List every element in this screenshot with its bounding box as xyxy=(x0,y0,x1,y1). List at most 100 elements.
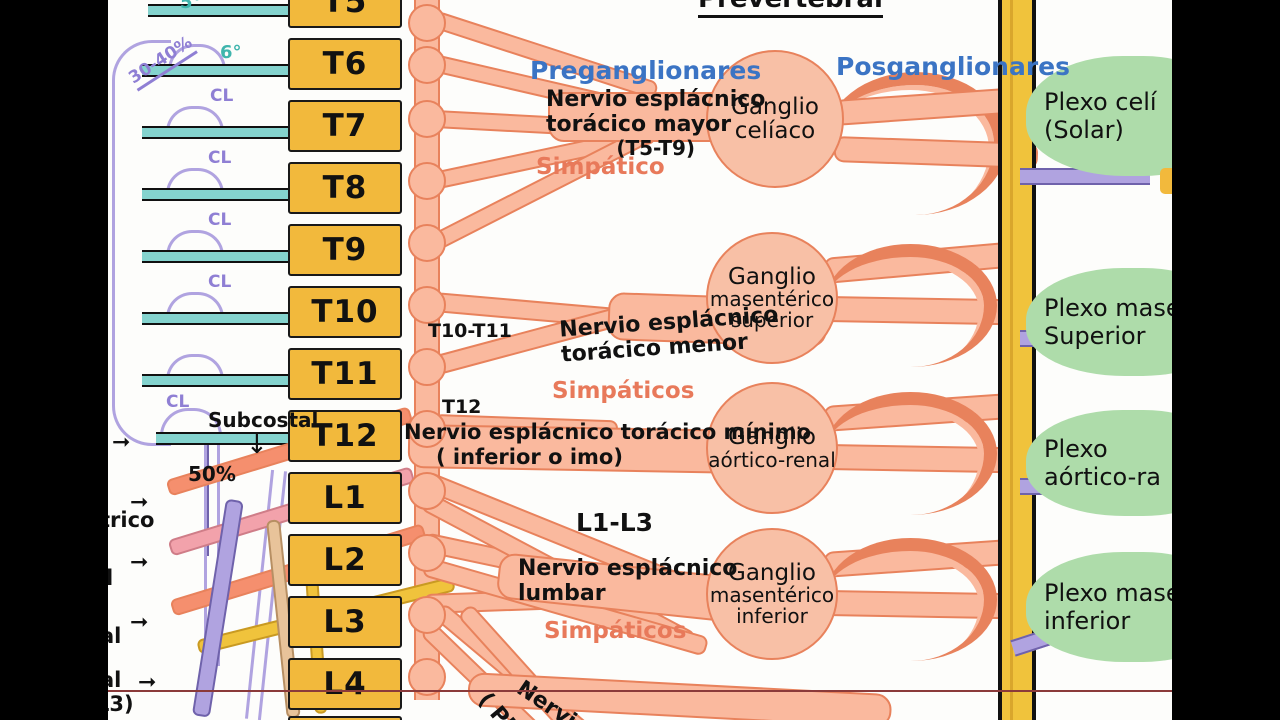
nerve-lumbar-name: Nervio esplácnico xyxy=(518,556,738,581)
chain-ganglion-T5 xyxy=(408,4,446,42)
pointer-arrow-3: ➞ xyxy=(130,550,149,575)
vertebra-T11[interactable]: T11 xyxy=(288,348,402,400)
ganglion-inf-mes-line2: masentérico xyxy=(709,583,835,608)
ganglion-inferior-mesenteric[interactable]: Ganglio masentérico inferior xyxy=(706,528,838,660)
edge-tab-marker xyxy=(1160,168,1172,194)
section-title-prevertebral: Prevertebral xyxy=(698,0,883,18)
nerve-lumbar-name2: lumbar xyxy=(518,581,606,607)
vertebra-L2[interactable]: L2 xyxy=(288,534,402,586)
ramus-loop-2 xyxy=(166,106,224,139)
label-cl-5: CL xyxy=(166,392,190,412)
label-level-5: 5° xyxy=(180,0,202,13)
plexus-celiac[interactable]: Plexo celí (Solar) xyxy=(1026,56,1172,176)
nerve-greater-type: Simpático xyxy=(536,154,665,180)
chain-ganglion-L1 xyxy=(408,472,446,510)
chain-ganglion-T10 xyxy=(408,286,446,324)
plexus-aortico-line1: Plexo xyxy=(1044,434,1108,463)
plexus-celiac-line1: Plexo celí xyxy=(1044,87,1157,116)
plexus-celiac-line2: (Solar) xyxy=(1044,116,1124,144)
ganglion-aortico-line2: aórtico-renal xyxy=(708,447,836,472)
plexus-superior-mesenteric[interactable]: Plexo mase Superior xyxy=(1026,268,1172,376)
label-cl-1: CL xyxy=(210,86,234,106)
ramus-loop-5 xyxy=(166,292,224,325)
ganglion-celiac-line1: Ganglio xyxy=(731,93,819,120)
vertebra-T5[interactable]: T5 xyxy=(288,0,402,28)
ramus-loop-3 xyxy=(166,168,224,201)
page-rule-line xyxy=(108,690,1172,692)
pointer-arrow-5: ➞ xyxy=(138,670,157,695)
ganglion-sup-mes-line3: superior xyxy=(730,308,814,333)
label-level-6: 6° xyxy=(220,42,242,63)
cut-label-3: al xyxy=(108,668,122,692)
postganglionic-arc-3 xyxy=(824,392,997,515)
plexus-inf-mes-line2: inferior xyxy=(1044,607,1131,635)
ganglion-aortico-line1: Ganglio xyxy=(728,424,816,451)
nerve-least-name2: ( inferior o imo) xyxy=(436,445,623,470)
vertebra-L3[interactable]: L3 xyxy=(288,596,402,648)
pointer-arrow-1: ➞ xyxy=(112,430,131,455)
nerve-greater-name2: torácico mayor xyxy=(546,111,732,137)
nerve-least-name: Nervio esplácnico torácico mínimo xyxy=(404,420,812,444)
ganglion-superior-mesenteric[interactable]: Ganglio masentérico superior xyxy=(706,232,838,364)
plexus-sup-mes-line1: Plexo mase xyxy=(1044,293,1172,322)
chain-ganglion-T7 xyxy=(408,100,446,138)
chain-ganglion-L4 xyxy=(408,658,446,696)
chain-ganglion-T9 xyxy=(408,224,446,262)
label-cl-3: CL xyxy=(208,210,232,230)
ganglion-sup-mes-line1: Ganglio xyxy=(728,263,816,290)
nerve-lesser-type: Simpáticos xyxy=(552,378,695,404)
sympathetic-trunk-purple xyxy=(112,40,171,446)
vertebra-T9[interactable]: T9 xyxy=(288,224,402,276)
cut-label-1: l xyxy=(108,566,114,590)
vertebra-T10[interactable]: T10 xyxy=(288,286,402,338)
chain-ganglion-T6 xyxy=(408,46,446,84)
nerve-least-segment: T12 xyxy=(442,396,482,418)
chain-ganglion-T8 xyxy=(408,162,446,200)
vertebra-T8[interactable]: T8 xyxy=(288,162,402,214)
ganglion-aortico-renal[interactable]: Ganglio aórtico-renal xyxy=(706,382,838,514)
nerve-greater-label: Nervio esplácnico torácico mayor (T5-T9) xyxy=(546,87,766,159)
vertebra-T6[interactable]: T6 xyxy=(288,38,402,90)
ganglion-celiac-line2: celíaco xyxy=(734,118,816,144)
vertebra-L5[interactable]: L5 xyxy=(288,716,402,720)
pointer-arrow-4: ➞ xyxy=(130,610,149,635)
plexus-aortico-renal[interactable]: Plexo aórtico-ra xyxy=(1026,410,1172,516)
chain-ganglion-T11 xyxy=(408,348,446,386)
ramus-loop-6 xyxy=(166,354,224,387)
label-percent-50: 50% xyxy=(188,462,236,486)
label-cl-4: CL xyxy=(208,272,232,292)
label-preganglionic: Preganglionares xyxy=(530,56,762,85)
label-postganglionic: Posganglionares xyxy=(836,52,1070,81)
vertebra-L1[interactable]: L1 xyxy=(288,472,402,524)
plexus-sup-mes-line2: Superior xyxy=(1044,322,1146,350)
nerve-greater-name: Nervio esplácnico xyxy=(546,87,766,112)
nerve-lesser-segment: T10-T11 xyxy=(428,320,512,342)
letterbox-left xyxy=(0,0,108,720)
plexus-inferior-mesenteric[interactable]: Plexo mase inferior xyxy=(1026,552,1172,662)
cut-label-4: L3) xyxy=(108,692,134,716)
plexus-aortico-line2: aórtico-ra xyxy=(1044,463,1161,491)
letterbox-right xyxy=(1172,0,1280,720)
ganglion-sup-mes-line2: masentérico xyxy=(709,287,835,312)
cut-label-0: trico xyxy=(108,508,155,532)
vertebra-T7[interactable]: T7 xyxy=(288,100,402,152)
ganglion-inf-mes-line3: inferior xyxy=(736,604,808,629)
vertebra-L4[interactable]: L4 xyxy=(288,658,402,710)
chain-ganglion-L3 xyxy=(408,596,446,634)
chain-ganglion-T12 xyxy=(408,410,446,448)
vertebra-T12[interactable]: T12 xyxy=(288,410,402,462)
nerve-lumbar-segment: L1-L3 xyxy=(576,508,654,537)
chain-ganglion-L2 xyxy=(408,534,446,572)
cut-label-2: al xyxy=(108,624,122,648)
label-subcostal: Subcostal xyxy=(208,408,319,432)
ganglion-celiac[interactable]: Ganglio celíaco xyxy=(706,50,844,188)
aorta-midline xyxy=(1010,0,1013,720)
postganglionic-arc-4 xyxy=(824,538,997,661)
pointer-arrow-down: ↓ xyxy=(246,430,268,460)
plexus-inf-mes-line1: Plexo mase xyxy=(1044,578,1172,607)
label-cl-2: CL xyxy=(208,148,232,168)
anatomy-illustration: ➞ ➞ ➞ ➞ ➞ ↓ 5° 6° 30-40% CL CL CL CL CL … xyxy=(108,0,1172,720)
nerve-lumbar-label: Nervio esplácnico lumbar xyxy=(518,556,737,606)
postganglionic-arc-2 xyxy=(824,244,997,367)
